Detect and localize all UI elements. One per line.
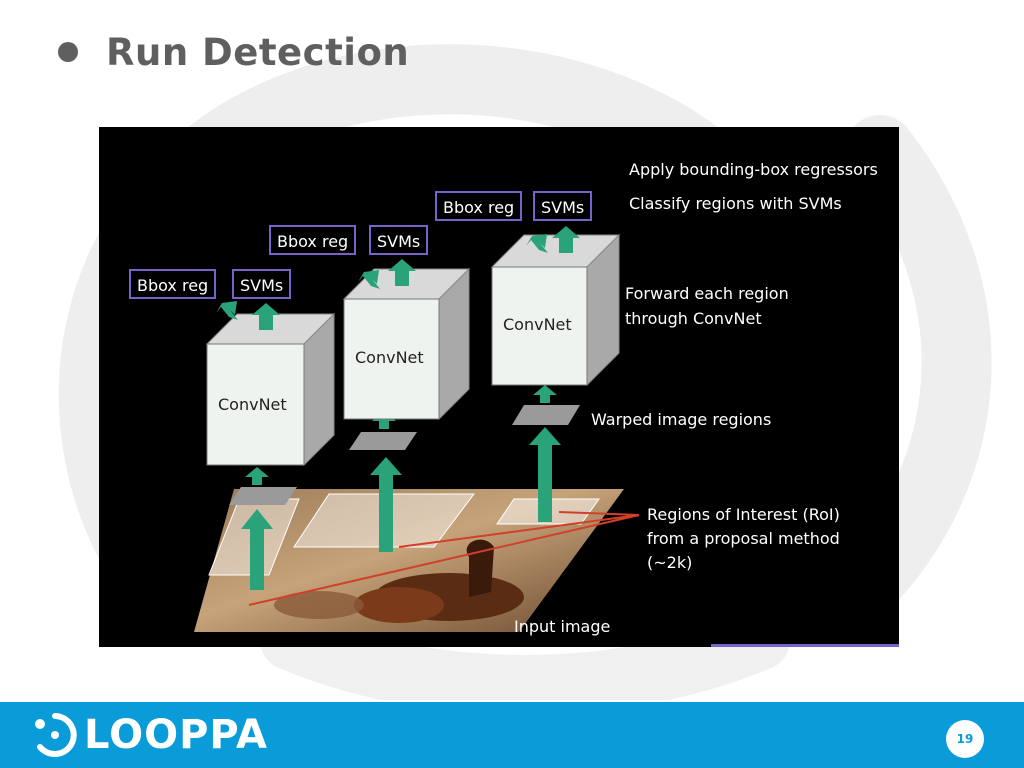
bbox-reg-box-3: Bbox reg: [435, 191, 523, 221]
warped-region-1: [229, 487, 297, 505]
annotation-classify: Classify regions with SVMs: [629, 194, 842, 213]
annotation-roi-3: (~2k): [647, 553, 693, 572]
bbox-reg-box-2: Bbox reg: [269, 225, 357, 255]
footer-bar: LOOPPA 19: [0, 702, 1024, 768]
svms-box-1: SVMs: [232, 269, 292, 299]
convnet-cube-1: [205, 312, 336, 467]
annotation-forward-1: Forward each region: [625, 284, 789, 303]
bbox-reg-box-1: Bbox reg: [129, 269, 217, 299]
brand-logo: LOOPPA: [32, 712, 268, 758]
roi-to-warped-arrows: [241, 427, 561, 590]
page-number: 19: [946, 720, 984, 758]
accent-line: [711, 644, 899, 647]
convnet-label-3: ConvNet: [503, 315, 572, 334]
warped-region-3: [512, 405, 580, 425]
annotation-forward-2: through ConvNet: [625, 309, 762, 328]
rcnn-diagram-graphics: [194, 226, 899, 647]
slide-title-text: Run Detection: [106, 30, 410, 74]
svms-box-2: SVMs: [369, 225, 429, 255]
convnet-label-1: ConvNet: [218, 395, 287, 414]
looppa-logo-icon: [35, 713, 77, 757]
convnet-label-2: ConvNet: [355, 348, 424, 367]
slide-title: Run Detection: [58, 28, 409, 76]
annotation-regressors: Apply bounding-box regressors: [629, 160, 878, 179]
bullet-icon: [58, 42, 78, 62]
annotation-input-image: Input image: [514, 617, 611, 636]
brand-name: LOOPPA: [84, 712, 268, 758]
convnet-cube-2: [342, 267, 471, 421]
input-image-horse: [274, 539, 524, 623]
convnet-cube-3: [490, 233, 621, 387]
rcnn-diagram: ConvNet ConvNet ConvNet Bbox reg SVMs Bb…: [99, 127, 899, 647]
warped-region-2: [349, 432, 417, 450]
roi-pointer-lines: [248, 511, 640, 606]
annotation-roi-1: Regions of Interest (RoI): [647, 505, 840, 524]
warped-to-cnn-arrows: [245, 385, 557, 485]
annotation-roi-2: from a proposal method: [647, 529, 840, 548]
cnn-output-arrows: [216, 226, 580, 330]
annotation-warped: Warped image regions: [591, 410, 772, 429]
svms-box-3: SVMs: [533, 191, 593, 221]
